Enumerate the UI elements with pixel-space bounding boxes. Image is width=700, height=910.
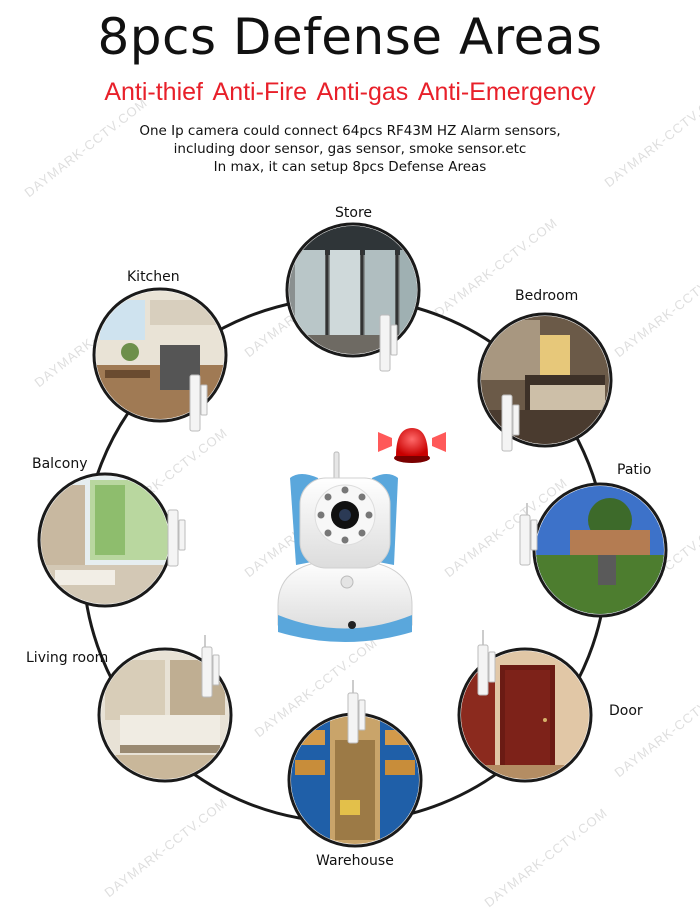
area-photo-balcony bbox=[37, 472, 186, 608]
area-photo-patio bbox=[519, 482, 668, 618]
area-photo-door bbox=[457, 630, 593, 783]
area-photo-living-room bbox=[97, 635, 233, 783]
area-label-kitchen: Kitchen bbox=[127, 269, 180, 285]
description-line-1: One Ip camera could connect 64pcs RF43M … bbox=[139, 123, 561, 139]
description-line-3: In max, it can setup 8pcs Defense Areas bbox=[213, 159, 487, 175]
area-photo-kitchen bbox=[92, 287, 228, 432]
area-label-patio: Patio bbox=[617, 462, 652, 478]
ip-camera-icon bbox=[277, 451, 413, 642]
area-label-store: Store bbox=[335, 205, 373, 221]
area-label-bedroom: Bedroom bbox=[515, 288, 579, 304]
alarm-siren-icon bbox=[378, 428, 446, 463]
area-photo-warehouse bbox=[287, 680, 423, 848]
description-line-2: including door sensor, gas sensor, smoke… bbox=[173, 141, 527, 157]
defense-areas-diagram bbox=[37, 222, 668, 848]
description: One Ip camera could connect 64pcs RF43M … bbox=[0, 122, 700, 176]
area-label-living-room: Living room bbox=[26, 650, 109, 666]
area-photo-bedroom bbox=[477, 312, 613, 452]
area-label-warehouse: Warehouse bbox=[316, 853, 394, 869]
area-photo-store bbox=[285, 222, 421, 372]
area-label-balcony: Balcony bbox=[32, 456, 88, 472]
page-title: 8pcs Defense Areas bbox=[97, 8, 603, 66]
page-subtitle: Anti-thief Anti-Fire Anti-gas Anti-Emerg… bbox=[104, 78, 596, 106]
area-label-door: Door bbox=[609, 703, 643, 719]
